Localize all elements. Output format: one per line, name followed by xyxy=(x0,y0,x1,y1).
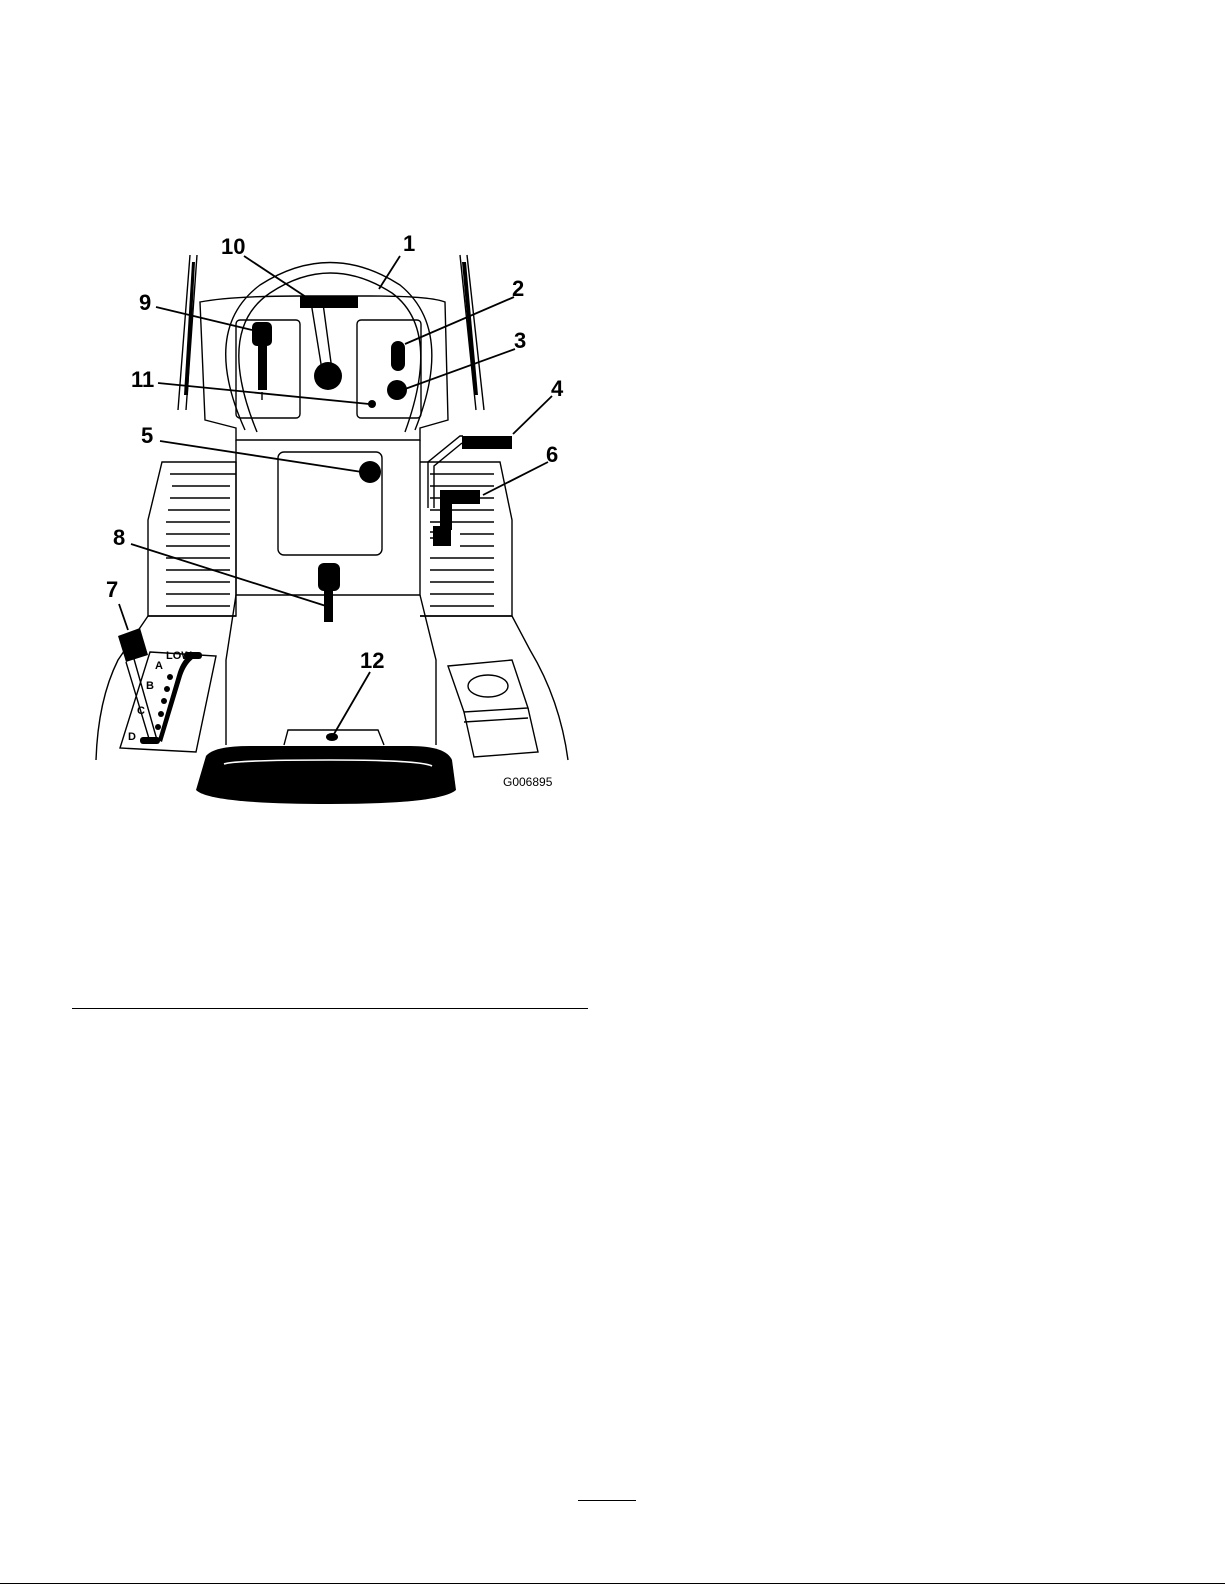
callout-9: 9 xyxy=(139,290,151,315)
page-bottom-rule xyxy=(0,1583,1225,1584)
section-divider xyxy=(72,1008,588,1009)
throttle-lever[interactable] xyxy=(252,322,272,400)
left-footrest xyxy=(148,462,236,616)
callout-7: 7 xyxy=(106,577,118,602)
seat-adjust-lever[interactable] xyxy=(326,733,338,741)
callout-11: 11 xyxy=(131,367,154,392)
figure-id: G006895 xyxy=(503,775,553,789)
pto-switch[interactable] xyxy=(391,341,405,371)
seat xyxy=(196,746,456,804)
callout-3: 3 xyxy=(514,328,526,353)
callout-1: 1 xyxy=(403,231,415,256)
gear-selector-plate: LOW A B C D xyxy=(120,650,216,752)
callout-2: 2 xyxy=(512,276,524,301)
callout-10: 10 xyxy=(221,234,245,259)
tilt-knob[interactable] xyxy=(314,362,342,390)
indicator-light xyxy=(368,400,376,408)
choke-knob[interactable] xyxy=(359,461,381,483)
gear-label-b: B xyxy=(146,680,154,692)
tilt-steering-lever[interactable] xyxy=(310,296,342,390)
callout-4: 4 xyxy=(551,376,564,401)
callout-6: 6 xyxy=(546,442,558,467)
gear-label-d: D xyxy=(128,731,136,743)
ignition-switch[interactable] xyxy=(387,380,407,400)
callout-12: 12 xyxy=(360,648,384,673)
cup-holder xyxy=(448,660,538,757)
callout-5: 5 xyxy=(141,423,153,448)
gear-label-low: LOW xyxy=(166,650,192,662)
page-number-rule xyxy=(578,1500,636,1501)
callout-8: 8 xyxy=(113,525,125,550)
traction-control-lever[interactable] xyxy=(318,563,340,622)
gear-label-a: A xyxy=(155,660,163,672)
